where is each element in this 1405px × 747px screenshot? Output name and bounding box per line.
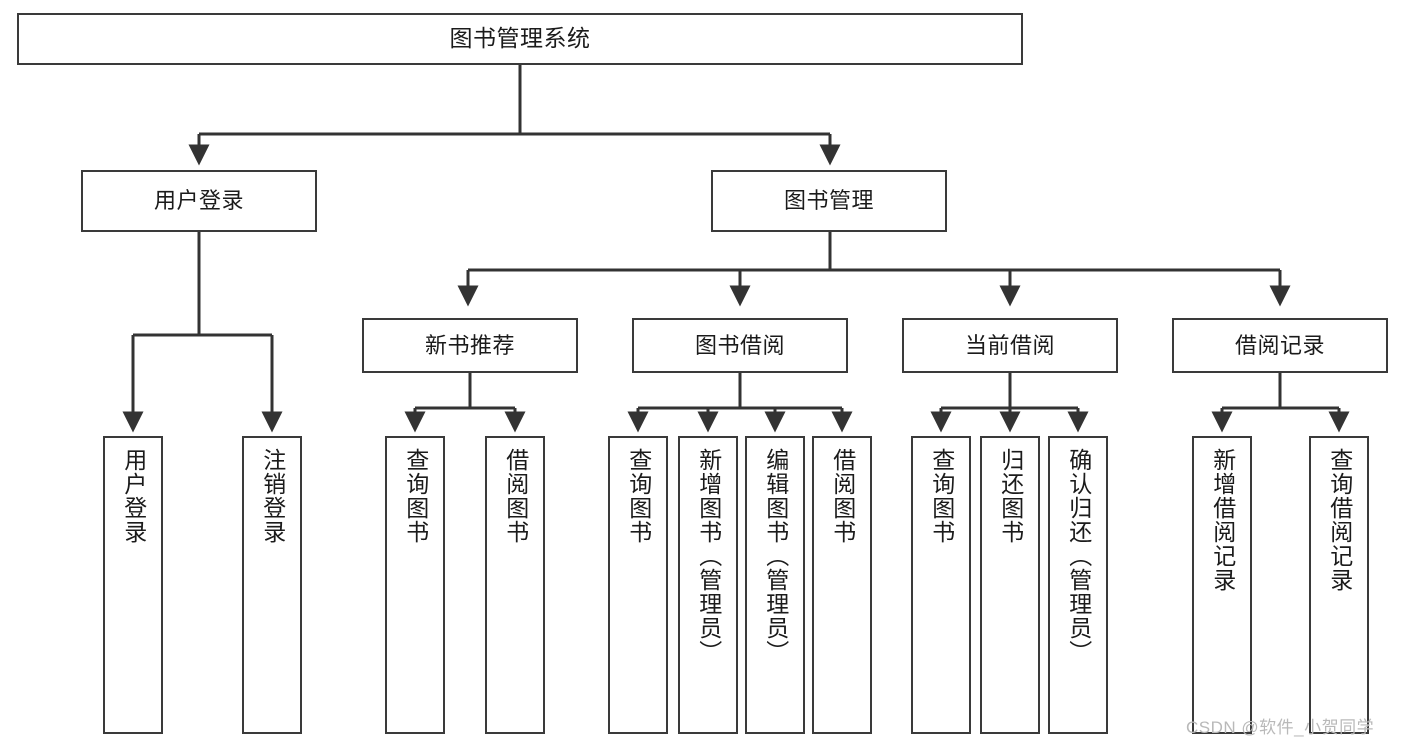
- leaf-query-book-borrow[interactable]: 查询图书: [608, 436, 668, 734]
- node-label: 编辑图书（管理员）: [762, 448, 789, 664]
- node-user-login[interactable]: 用户登录: [81, 170, 317, 232]
- leaf-confirm-return-admin[interactable]: 确认归还（管理员）: [1048, 436, 1108, 734]
- node-borrow-record[interactable]: 借阅记录: [1172, 318, 1388, 373]
- node-label: 查询图书: [625, 448, 652, 544]
- node-label: 图书管理系统: [449, 25, 591, 52]
- node-label: 借阅图书: [829, 448, 856, 544]
- leaf-return-book[interactable]: 归还图书: [980, 436, 1040, 734]
- watermark-text: CSDN @软件_小贺同学: [1186, 718, 1375, 737]
- node-label: 图书管理: [783, 188, 874, 214]
- node-label: 归还图书: [997, 448, 1024, 544]
- node-label: 确认归还（管理员）: [1065, 448, 1092, 664]
- leaf-query-book-current[interactable]: 查询图书: [911, 436, 971, 734]
- node-label: 查询图书: [928, 448, 955, 544]
- leaf-query-borrow-record[interactable]: 查询借阅记录: [1309, 436, 1369, 734]
- node-label: 用户登录: [120, 448, 147, 544]
- leaf-query-book-new[interactable]: 查询图书: [385, 436, 445, 734]
- node-label: 用户登录: [153, 188, 244, 214]
- node-label: 注销登录: [259, 448, 286, 544]
- leaf-user-login[interactable]: 用户登录: [103, 436, 163, 734]
- node-label: 新书推荐: [424, 332, 515, 358]
- node-label: 图书借阅: [694, 332, 785, 358]
- node-book-borrow[interactable]: 图书借阅: [632, 318, 848, 373]
- leaf-borrow-book[interactable]: 借阅图书: [812, 436, 872, 734]
- node-label: 借阅图书: [502, 448, 529, 544]
- node-label: 借阅记录: [1234, 332, 1325, 358]
- leaf-edit-book-admin[interactable]: 编辑图书（管理员）: [745, 436, 805, 734]
- leaf-add-borrow-record[interactable]: 新增借阅记录: [1192, 436, 1252, 734]
- node-current-borrow[interactable]: 当前借阅: [902, 318, 1118, 373]
- leaf-logout-login[interactable]: 注销登录: [242, 436, 302, 734]
- node-new-book-recommend[interactable]: 新书推荐: [362, 318, 578, 373]
- node-label: 当前借阅: [964, 332, 1055, 358]
- node-root-system[interactable]: 图书管理系统: [17, 13, 1023, 65]
- node-label: 新增借阅记录: [1209, 448, 1236, 592]
- node-book-management[interactable]: 图书管理: [711, 170, 947, 232]
- node-label: 查询借阅记录: [1326, 448, 1353, 592]
- leaf-borrow-book-new[interactable]: 借阅图书: [485, 436, 545, 734]
- node-label: 查询图书: [402, 448, 429, 544]
- node-label: 新增图书（管理员）: [695, 448, 722, 664]
- leaf-add-book-admin[interactable]: 新增图书（管理员）: [678, 436, 738, 734]
